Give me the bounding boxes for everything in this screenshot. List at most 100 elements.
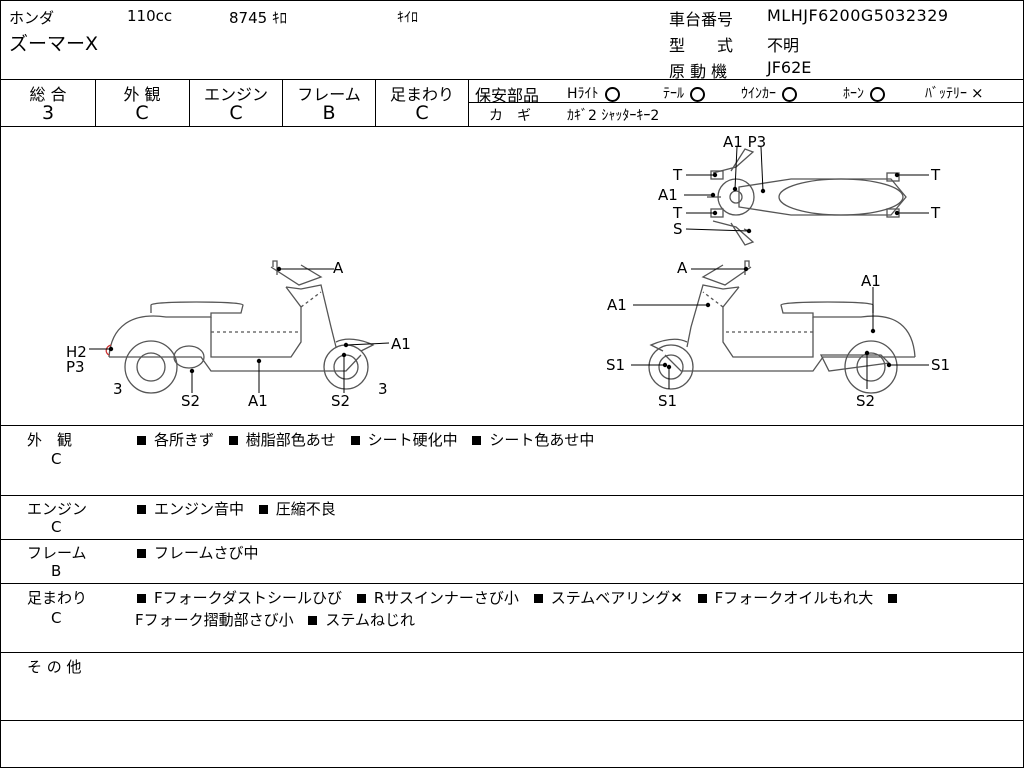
remark-item: 各所きず	[154, 431, 215, 449]
divider	[1, 79, 1023, 80]
ok-circle-icon	[782, 86, 797, 102]
ok-circle-icon	[870, 86, 885, 102]
bullet-square-icon	[888, 594, 898, 603]
bullet-square-icon	[137, 594, 146, 603]
diagram-label: S2	[181, 392, 200, 410]
grade-overall: 3	[41, 102, 55, 124]
remark-item: シート色あせ中	[489, 431, 595, 449]
divider	[468, 102, 1023, 103]
safety-item-battery: ﾊﾞｯﾃﾘｰ×	[925, 83, 984, 103]
bullet-square-icon	[697, 594, 707, 603]
remark-items-suspension-line2: Fフォーク摺動部さび小 ステムねじれ	[135, 609, 415, 630]
diagram-label: S2	[331, 392, 350, 410]
displacement: 110cc	[127, 7, 173, 25]
safety-item-name: ﾃｰﾙ	[663, 86, 684, 102]
scooter-diagram: A H2 P3 3 S2 A1 S2 3 A1 A A1 A1 S1 S1 S2…	[66, 133, 950, 410]
diagram-label: S1	[606, 356, 625, 374]
diagram-label: T	[672, 166, 683, 184]
diagram-label: 3	[113, 380, 123, 398]
bullet-square-icon	[228, 436, 238, 445]
remark-category: そ の 他	[27, 658, 82, 676]
remark-items-exterior: 各所きず 樹脂部色あせ シート硬化中 シート色あせ中	[137, 429, 594, 450]
remark-item: フレームさび中	[154, 544, 259, 562]
remark-item: 樹脂部色あせ	[245, 431, 336, 449]
diagram-label: T	[930, 204, 941, 222]
diagram-label: T	[930, 166, 941, 184]
grade-header-exterior: 外 観	[123, 85, 161, 104]
bullet-square-icon	[258, 505, 268, 514]
safety-label: 保安部品	[475, 86, 540, 105]
diagram-label: S	[673, 220, 683, 238]
remark-grade: C	[51, 450, 62, 468]
remark-item: Fフォークオイルもれ大	[714, 589, 874, 607]
safety-item-tail: ﾃｰﾙ	[663, 83, 705, 103]
diagram-label: A1	[861, 272, 881, 290]
remark-items-engine: エンジン音中 圧縮不良	[137, 498, 336, 519]
diagram-label: S1	[658, 392, 677, 410]
divider	[1, 720, 1023, 721]
key-label: カ ギ	[489, 108, 531, 124]
grade-engine: C	[229, 102, 243, 124]
bullet-square-icon	[137, 549, 146, 558]
diagram-label: S1	[931, 356, 950, 374]
ok-circle-icon	[690, 86, 705, 102]
diagram-label: H2	[66, 343, 87, 361]
remark-item: Fフォークダストシールひび	[154, 589, 343, 607]
bullet-square-icon	[137, 436, 146, 445]
divider	[375, 79, 376, 126]
remark-item: シート硬化中	[367, 431, 458, 449]
ok-circle-icon	[604, 86, 620, 102]
safety-item-winker: ｳｲﾝｶｰ	[741, 83, 797, 103]
remark-item: Fフォーク摺動部さび小	[135, 611, 294, 629]
divider	[189, 79, 190, 126]
key-value: ｶｷﾞ2 ｼｬｯﾀｰｷｰ2	[567, 108, 660, 124]
grade-suspension: C	[415, 102, 429, 124]
diagram-label: A1 P3	[723, 133, 766, 151]
remark-category: フレーム	[27, 544, 87, 562]
type-value: 不明	[767, 36, 800, 55]
bullet-square-icon	[533, 594, 543, 603]
grade-header-engine: エンジン	[203, 85, 268, 104]
type-label: 型 式	[669, 36, 734, 55]
divider	[1, 539, 1023, 540]
divider	[1, 583, 1023, 584]
ng-cross-icon: ×	[971, 84, 984, 102]
safety-item-name: Hﾗｲﾄ	[567, 86, 599, 102]
diagram-label: A	[677, 259, 688, 277]
bullet-square-icon	[308, 616, 318, 625]
bullet-square-icon	[137, 505, 146, 514]
safety-item-name: ﾊﾞｯﾃﾘｰ	[925, 86, 967, 102]
grade-header-suspension: 足まわり	[389, 85, 454, 104]
diagram-label: A1	[658, 186, 678, 204]
remark-items-suspension: Fフォークダストシールひび Rサスインナーさび小 ステムベアリング✕ Fフォーク…	[137, 587, 905, 608]
frame-number: MLHJF6200G5032329	[767, 6, 949, 25]
remark-grade: C	[51, 518, 62, 536]
mileage: 8745 ｷﾛ	[229, 9, 287, 27]
diagram-label: A1	[391, 335, 411, 353]
safety-item-horn: ﾎｰﾝ	[843, 83, 885, 103]
remark-category: エンジン	[27, 500, 88, 518]
bullet-square-icon	[350, 436, 360, 445]
diagram-label: P3	[66, 358, 85, 376]
diagram-label: A1	[248, 392, 268, 410]
safety-item-name: ﾎｰﾝ	[843, 86, 864, 102]
remark-item: 圧縮不良	[275, 500, 336, 518]
remark-category: 足まわり	[27, 589, 88, 607]
divider	[282, 79, 283, 126]
remark-item: Rサスインナーさび小	[373, 589, 519, 607]
mileage-unit: ｷｲﾛ	[397, 10, 418, 26]
divider	[1, 495, 1023, 496]
divider	[1, 126, 1023, 127]
model-name: ズーマーX	[9, 33, 99, 55]
grade-exterior: C	[135, 102, 149, 124]
grade-header-overall: 総 合	[29, 85, 67, 104]
engine-label: 原 動 機	[669, 62, 728, 81]
bullet-square-icon	[356, 594, 366, 603]
remark-item: エンジン音中	[154, 500, 245, 518]
bullet-square-icon	[472, 436, 482, 445]
frame-number-label: 車台番号	[669, 10, 734, 29]
diagram-label: T	[672, 204, 683, 222]
remark-item: ステムベアリング✕	[550, 589, 683, 607]
divider	[1, 425, 1023, 426]
